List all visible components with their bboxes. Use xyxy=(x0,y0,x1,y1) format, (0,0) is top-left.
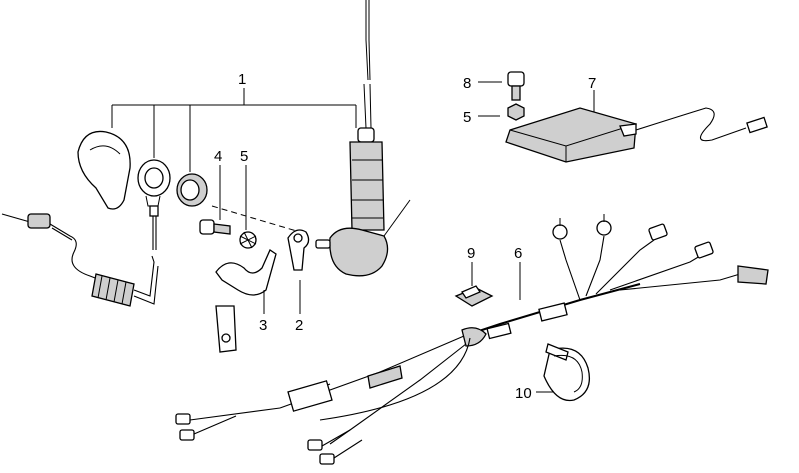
amplifier-module xyxy=(505,107,768,163)
callout-9: 9 xyxy=(467,245,475,262)
callout-4: 4 xyxy=(214,148,222,165)
grommet-ring xyxy=(137,159,171,250)
screw-bolt xyxy=(507,71,525,101)
ground-bracket xyxy=(215,249,277,353)
callout-3: 3 xyxy=(259,317,267,334)
callout-10: 10 xyxy=(515,385,532,402)
callout-6: 6 xyxy=(514,245,522,262)
callout-7: 7 xyxy=(588,75,596,92)
cable-tie xyxy=(536,343,591,402)
leader-1 xyxy=(111,88,357,172)
callout-1: 1 xyxy=(238,71,246,88)
callout-5-nut: 5 xyxy=(463,109,471,126)
wiring-harness xyxy=(175,214,769,465)
hex-nut xyxy=(507,103,525,121)
assembly-dashed-line xyxy=(211,205,301,233)
rubber-seal xyxy=(176,173,208,207)
bolt xyxy=(199,219,231,235)
cover-cap xyxy=(77,130,131,210)
callout-2: 2 xyxy=(295,317,303,334)
cable-clip xyxy=(454,262,494,307)
eyelet-terminal xyxy=(287,229,310,271)
star-washer xyxy=(239,231,257,249)
antenna-mast xyxy=(315,0,411,277)
antenna-cable xyxy=(1,213,159,307)
callout-5-washer: 5 xyxy=(240,148,248,165)
callout-8: 8 xyxy=(463,75,471,92)
